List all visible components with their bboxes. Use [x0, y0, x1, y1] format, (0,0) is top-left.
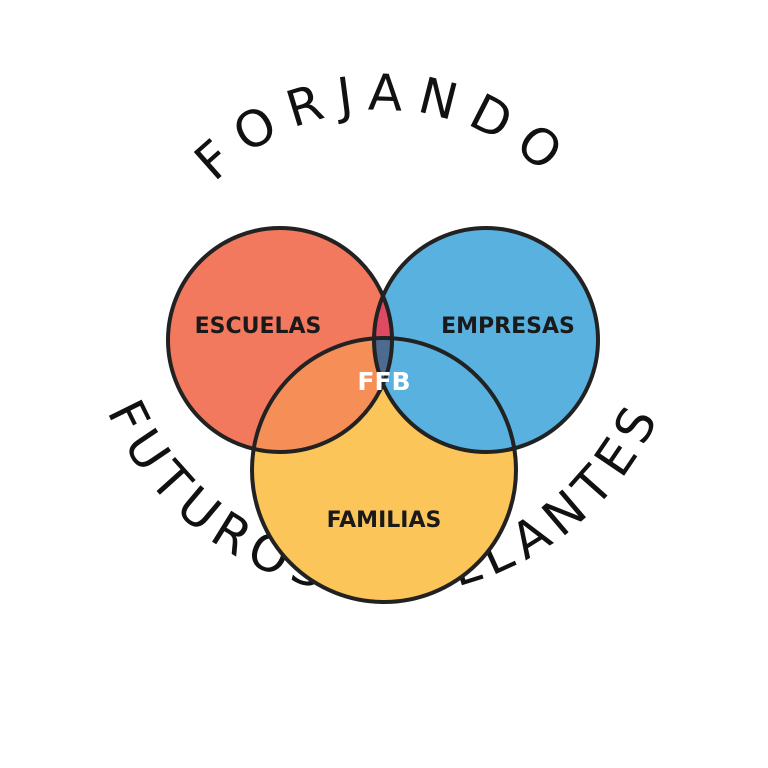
overlap-escuelas-familias	[252, 338, 392, 452]
label-empresas: EMPRESAS	[441, 314, 575, 339]
arc-text-top: FORJANDO	[184, 63, 584, 191]
label-escuelas: ESCUELAS	[195, 314, 322, 339]
label-familias: FAMILIAS	[327, 508, 442, 533]
outline-familias	[250, 336, 518, 604]
venn-diagram: ESCUELAS EMPRESAS FAMILIAS FFB	[166, 226, 600, 604]
overlap-empresas-familias	[374, 338, 516, 452]
label-center-ffb: FFB	[357, 367, 410, 396]
